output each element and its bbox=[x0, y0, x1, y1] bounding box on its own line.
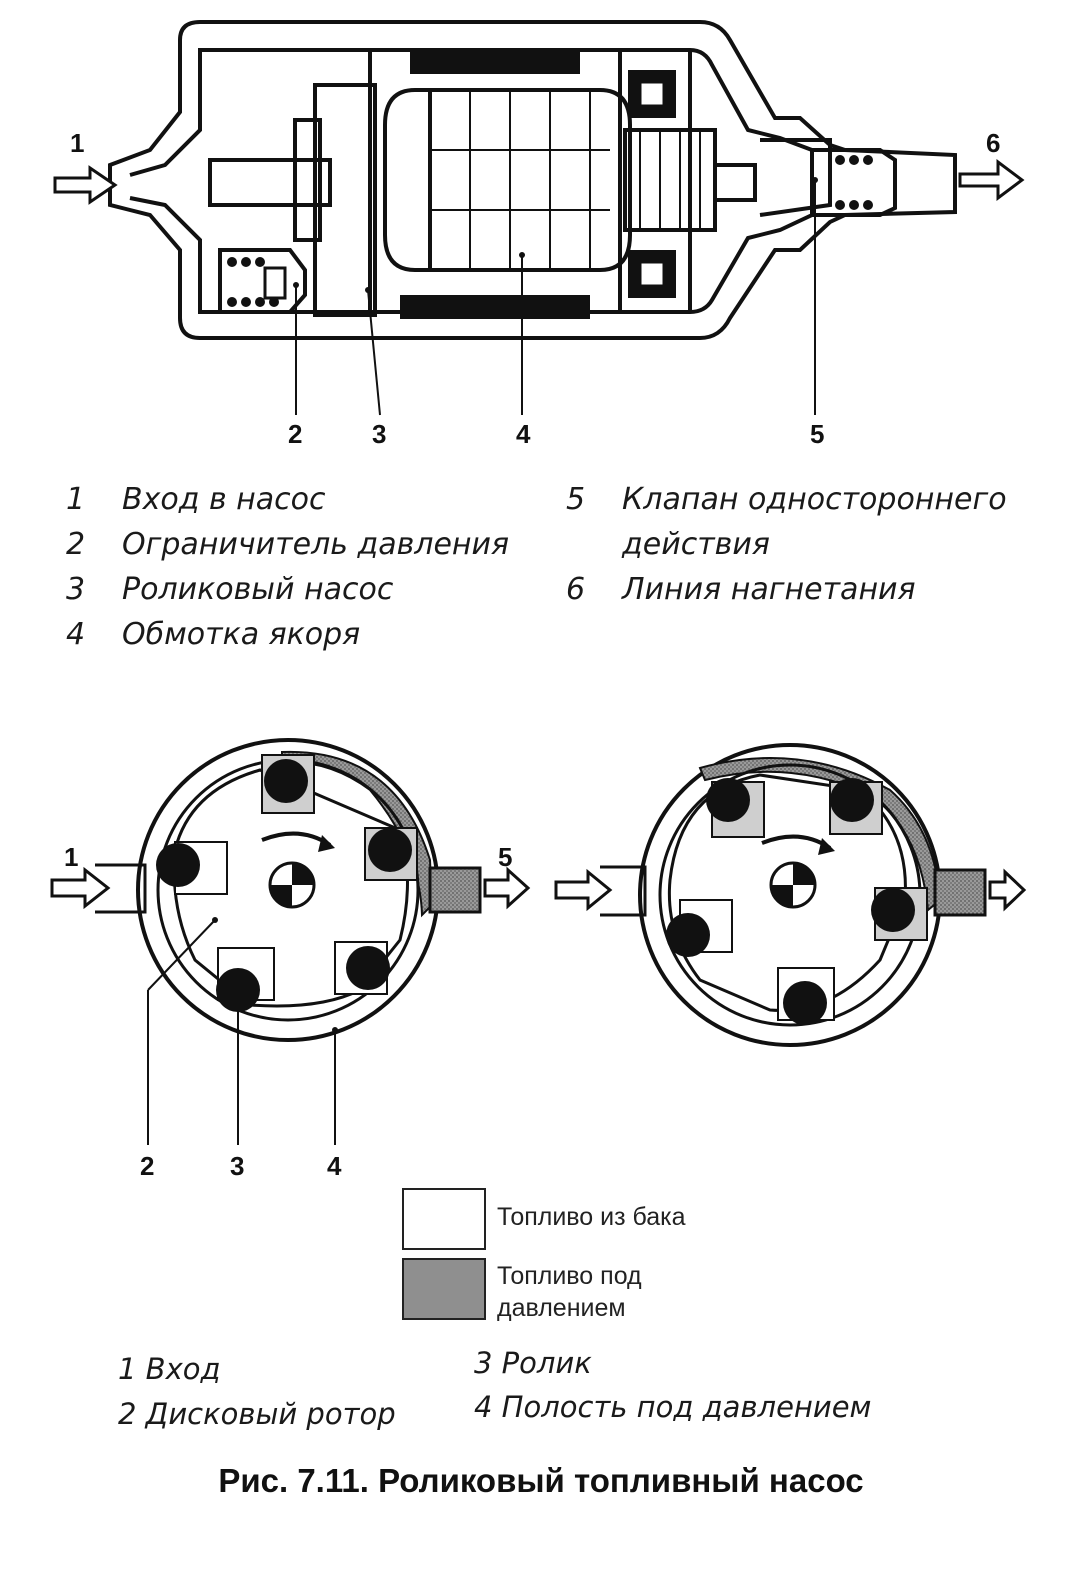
bottom-legend-1: 1 Вход bbox=[118, 1352, 221, 1386]
roller-pump-left bbox=[50, 738, 531, 1042]
leader-dots bbox=[293, 177, 818, 293]
legend-text: Клапан одностороннего bbox=[622, 482, 1007, 517]
bottom-legend-2: 2 Дисковый ротор bbox=[118, 1397, 396, 1431]
legend-num: 3 bbox=[66, 572, 86, 607]
callout-1: 1 bbox=[70, 128, 84, 158]
legend-text: действия bbox=[622, 527, 770, 562]
key-swatch-tank bbox=[402, 1188, 486, 1250]
bottom-legend-4: 4 Полость под давлением bbox=[474, 1390, 872, 1424]
bottom-callout-2: 2 bbox=[140, 1151, 154, 1181]
callout-3: 3 bbox=[372, 419, 386, 449]
legend-num: 4 bbox=[66, 617, 86, 652]
legend-num: 6 bbox=[566, 572, 586, 607]
check-valve-spring bbox=[835, 155, 873, 210]
legend-num: 1 bbox=[66, 482, 86, 517]
bottom-callout-1: 1 bbox=[64, 842, 78, 872]
legend-num: 5 bbox=[566, 482, 586, 517]
legend-text: Линия нагнетания bbox=[622, 572, 916, 607]
pump-cross-section bbox=[108, 20, 957, 340]
outlet-arrow bbox=[958, 159, 1025, 201]
bottom-callout-4: 4 bbox=[327, 1151, 342, 1181]
figure-caption: Рис. 7.11. Роликовый топливный насос bbox=[218, 1462, 864, 1499]
inlet-arrow bbox=[53, 165, 118, 205]
callout-6: 6 bbox=[986, 128, 1000, 158]
roller-pump-right bbox=[554, 743, 1027, 1047]
bottom-callout-5: 5 bbox=[498, 842, 512, 872]
callout-2: 2 bbox=[288, 419, 302, 449]
legend-text: Ограничитель давления bbox=[122, 527, 510, 562]
key-label-tank: Топливо из бака bbox=[497, 1203, 686, 1231]
bottom-legend-3: 3 Ролик bbox=[474, 1346, 592, 1380]
callout-4: 4 bbox=[516, 419, 531, 449]
magnets bbox=[400, 48, 676, 319]
legend-text: Обмотка якоря bbox=[122, 617, 361, 652]
legend-text: Вход в насос bbox=[122, 482, 326, 517]
key-label-pressure-1: Топливо под bbox=[497, 1262, 642, 1290]
legend-num: 2 bbox=[66, 527, 86, 562]
callout-5: 5 bbox=[810, 419, 824, 449]
key-swatch-pressure bbox=[402, 1258, 486, 1320]
legend-text: Роликовый насос bbox=[122, 572, 394, 607]
key-label-pressure-2: давлением bbox=[497, 1294, 626, 1322]
bottom-callout-3: 3 bbox=[230, 1151, 244, 1181]
